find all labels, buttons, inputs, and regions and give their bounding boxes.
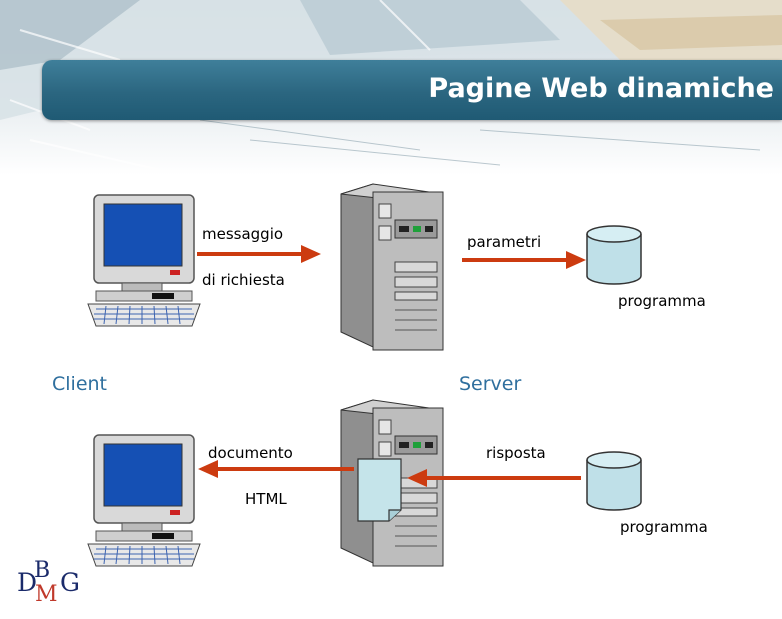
program-cylinder-icon bbox=[586, 225, 642, 285]
document-label-line2: HTML bbox=[245, 490, 287, 508]
server-tower-icon bbox=[340, 183, 444, 351]
html-document-icon bbox=[357, 458, 402, 522]
document-label-line1: documento bbox=[208, 444, 293, 462]
svg-text:M: M bbox=[35, 582, 58, 605]
server-tower-icon bbox=[340, 399, 444, 567]
request-arrow bbox=[197, 245, 321, 263]
server-label: Server bbox=[459, 373, 522, 395]
params-label: parametri bbox=[467, 233, 542, 251]
slide-title: Pagine Web dinamiche bbox=[428, 73, 774, 104]
svg-text:D: D bbox=[17, 568, 37, 597]
title-bar: Pagine Web dinamiche bbox=[42, 60, 782, 120]
program-label-bottom: programma bbox=[620, 518, 708, 536]
document-arrow bbox=[198, 460, 354, 478]
reply-label: risposta bbox=[486, 444, 546, 462]
params-arrow bbox=[462, 251, 586, 269]
request-label-line1: messaggio bbox=[202, 225, 284, 243]
client-computer-icon bbox=[87, 434, 201, 567]
client-label: Client bbox=[52, 373, 108, 395]
client-computer-icon bbox=[87, 194, 201, 327]
reply-arrow bbox=[407, 469, 581, 487]
request-label-line2: di richiesta bbox=[202, 271, 285, 289]
dbmg-logo: D B M G bbox=[17, 558, 80, 605]
program-label-top: programma bbox=[618, 292, 706, 310]
svg-text:G: G bbox=[60, 568, 80, 597]
program-cylinder-icon bbox=[586, 451, 642, 511]
svg-text:B: B bbox=[34, 558, 50, 583]
